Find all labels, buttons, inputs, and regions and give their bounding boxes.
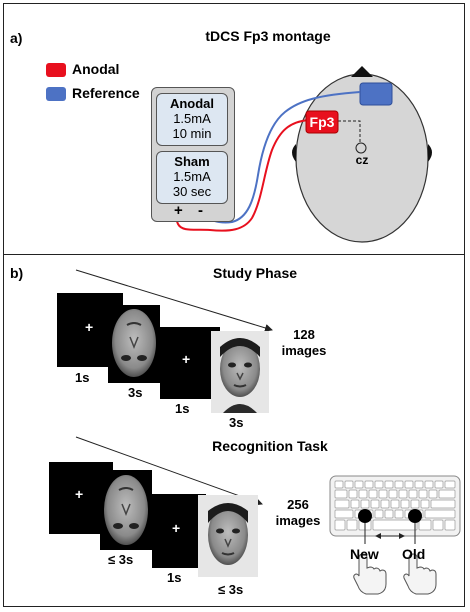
recognition-count-unit: images: [275, 513, 321, 528]
recognition-image-count: 256 images: [270, 497, 326, 529]
anodal-settings-box: Anodal 1.5mA 10 min: [156, 93, 228, 146]
recognition-task-title: Recognition Task: [212, 438, 328, 454]
study-image-count: 128 images: [276, 327, 332, 359]
cz-label: cz: [355, 153, 369, 167]
fixation-cross: +: [172, 520, 181, 536]
old-key-marker: [408, 509, 422, 523]
left-ear: [292, 144, 296, 162]
recognition-fixation-frame-2: +: [152, 494, 206, 568]
sham-settings-box: Sham 1.5mA 30 sec: [156, 151, 228, 204]
study-duration-4: 3s: [229, 415, 244, 430]
anodal-duration: 10 min: [172, 126, 212, 141]
old-response-label: Old: [402, 546, 426, 562]
reference-wire: [204, 91, 361, 224]
study-timeline-arrow: [75, 269, 273, 332]
anodal-swatch: [46, 63, 66, 77]
fp3-label: Fp3: [309, 114, 335, 130]
pointing-hand-icon-left: [353, 553, 387, 595]
nose-marker: [351, 66, 373, 77]
upright-face-image: [211, 331, 269, 413]
recognition-duration-3: ≤ 3s: [218, 582, 244, 597]
montage-diagram: [175, 66, 432, 243]
recognition-inverted-face: [100, 470, 152, 550]
fp3-cz-dashed-line: [338, 120, 361, 143]
study-upright-face: [211, 331, 269, 413]
study-count-number: 128: [293, 327, 315, 342]
inverted-face-image: [112, 309, 156, 377]
study-duration-1: 1s: [75, 370, 90, 385]
panel-b-label: b): [10, 265, 24, 281]
panel-a-label: a): [10, 30, 23, 46]
new-response-label: New: [350, 546, 379, 562]
figure-frame: [3, 3, 465, 607]
sham-current: 1.5mA: [173, 169, 211, 184]
anodal-heading: Anodal: [169, 96, 215, 111]
fixation-cross: +: [182, 351, 191, 367]
recognition-duration-2: 1s: [167, 570, 182, 585]
panel-a-title: tDCS Fp3 montage: [205, 28, 331, 44]
keyboard-illustration: [329, 475, 461, 595]
fixation-cross: +: [85, 319, 94, 335]
upright-face-image: [198, 495, 258, 577]
study-fixation-frame-2: +: [160, 327, 220, 399]
keyboard-keys: [334, 480, 456, 531]
reference-swatch: [46, 87, 66, 101]
anodal-wire: [175, 119, 309, 232]
study-phase-title: Study Phase: [212, 265, 298, 281]
fp3-electrode: [305, 110, 339, 134]
study-duration-3: 1s: [175, 401, 190, 416]
recognition-timeline-arrow: [75, 436, 263, 506]
study-inverted-face: [108, 305, 160, 383]
sham-duration: 30 sec: [172, 184, 212, 199]
cz-marker: [355, 142, 367, 154]
reference-electrode: [359, 82, 393, 106]
panel-divider: [3, 254, 465, 255]
recognition-duration-1: ≤ 3s: [108, 552, 134, 567]
tdcs-device: Anodal 1.5mA 10 min Sham 1.5mA 30 sec + …: [151, 87, 235, 222]
legend-reference-label: Reference: [72, 85, 140, 101]
legend-anodal-label: Anodal: [72, 61, 120, 77]
task-timeline-diagram: [75, 269, 273, 506]
study-count-unit: images: [281, 343, 327, 358]
minus-terminal: -: [198, 202, 203, 219]
study-duration-2: 3s: [128, 385, 143, 400]
recognition-upright-face: [198, 495, 258, 577]
inverted-face-image: [104, 475, 148, 545]
pointing-hand-icon-right: [403, 553, 437, 595]
new-key-marker: [358, 509, 372, 523]
sham-heading: Sham: [174, 154, 210, 169]
right-ear: [428, 144, 432, 162]
anodal-current: 1.5mA: [173, 111, 211, 126]
fixation-cross: +: [75, 486, 84, 502]
recognition-count-number: 256: [287, 497, 309, 512]
plus-terminal: +: [174, 202, 183, 219]
